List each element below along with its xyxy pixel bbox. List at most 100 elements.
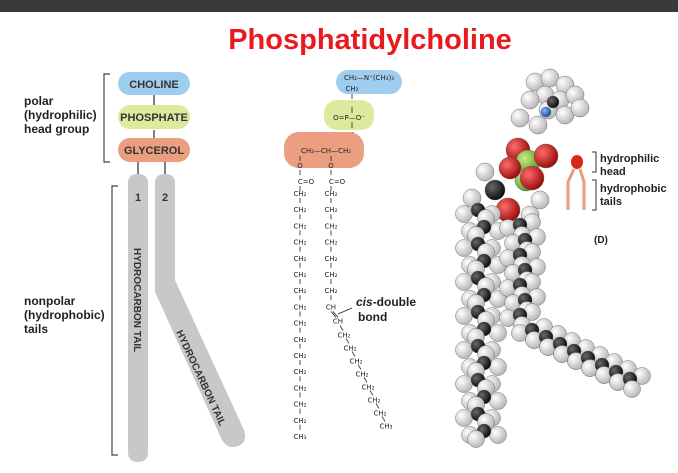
chain2-ch2: CH₂: [362, 383, 375, 391]
chain-bond: [339, 325, 344, 331]
chain1-ch2: CH₂: [294, 255, 307, 263]
chain2-ch2: CH₂: [325, 271, 338, 279]
legend-tail-icon: [578, 168, 586, 210]
annotation-pointer: [337, 307, 353, 315]
chain1-ch2: CH₂: [294, 417, 307, 425]
chain1-ch2: CH₂: [294, 368, 307, 376]
chain-bond: [375, 403, 380, 409]
polar-head-label-line: (hydrophilic): [24, 108, 97, 122]
legend-tails-line1: hydrophobic: [600, 183, 667, 195]
chain2-ch2: CH₂: [325, 190, 338, 198]
formula-phosphate-bg: [324, 100, 374, 130]
chain2-ch: CH: [326, 303, 336, 311]
hydrogen-atom: [570, 98, 590, 118]
oxygen-atom: [533, 143, 559, 169]
chain1-ch2: CH₂: [294, 336, 307, 344]
formula-choline-line2: CH₂: [346, 85, 359, 93]
formula-glycerol: CH₂—CH—CH₂: [301, 147, 351, 155]
chain2-ch2: CH₂: [325, 239, 338, 247]
legend-head-line1: hydrophilic: [600, 153, 659, 165]
chain2-ch2: CH₂: [350, 357, 363, 365]
hydrogen-atom: [455, 409, 473, 427]
polar-head-label-line: polar: [24, 94, 54, 108]
hydrogen-atom: [489, 392, 507, 410]
chain2-ch2: CH₂: [325, 206, 338, 214]
head-group-bracket: [103, 73, 110, 163]
chain-bond: [369, 390, 374, 396]
formula-carbonyl-2: C=O: [329, 178, 346, 186]
oxygen-atom: [498, 156, 522, 180]
phosphate-label: PHOSPHATE: [120, 112, 188, 124]
formula-phosphate: O=P—O⁻: [333, 114, 365, 122]
formula-ester-o-2: O: [328, 162, 334, 170]
hydrogen-atom: [530, 190, 550, 210]
cis-double-text: -double: [373, 295, 417, 309]
top-bar: [0, 0, 678, 12]
hydrogen-atom: [455, 273, 473, 291]
glycerol-label: GLYCEROL: [124, 145, 184, 157]
hydrogen-atom: [455, 239, 473, 257]
chain2-ch2: CH₂: [368, 396, 381, 404]
chain2-ch2: CH₂: [325, 287, 338, 295]
chain1-ch3: CH₃: [294, 433, 307, 441]
chain1-ch2: CH₂: [294, 401, 307, 409]
chain2-ch2: CH₂: [374, 409, 387, 417]
formula-choline-line1: CH₂—N⁺(CH₃)₃: [344, 74, 394, 82]
chain-bond: [363, 377, 368, 383]
hydrogen-atom: [475, 162, 495, 182]
chain-bond: [357, 364, 362, 370]
chain2-ch2: CH₂: [338, 331, 351, 339]
hydrocarbon-tail-2: [155, 174, 246, 448]
tail-number-2: 2: [162, 192, 168, 204]
chain-bond: [381, 416, 386, 422]
chain1-ch2: CH₂: [294, 271, 307, 279]
nonpolar-tails-label-line: tails: [24, 322, 49, 336]
hydrogen-atom: [455, 375, 473, 393]
legend-tail-icon: [566, 168, 576, 210]
chain2-ch3: CH₃: [380, 422, 393, 430]
carbon-atom: [484, 179, 506, 201]
legend-bracket: [592, 151, 597, 173]
oxygen-atom: [519, 165, 545, 191]
hydrogen-atom: [489, 426, 507, 444]
cis-bond-label: bond: [358, 310, 387, 324]
hydrogen-atom: [540, 68, 560, 88]
hydrogen-atom: [455, 341, 473, 359]
chain1-ch2: CH₂: [294, 239, 307, 247]
space-filling-model: [455, 68, 651, 448]
chain1-ch2: CH₂: [294, 303, 307, 311]
cis-double-bond-label: cis-double: [356, 295, 416, 309]
hydrocarbon-tail-1-label: HYDROCARBON TAIL: [131, 248, 142, 352]
legend-tails-line2: tails: [600, 196, 622, 208]
tails-bracket: [111, 185, 118, 456]
choline-label: CHOLINE: [129, 79, 179, 91]
chain2-double-bond: [332, 311, 339, 318]
phosphate-pill: [118, 105, 190, 129]
chain2-ch2: CH₂: [325, 255, 338, 263]
polar-head-label: polar (hydrophilic) head group: [24, 94, 97, 136]
formula-carbonyl-1: C=O: [298, 178, 315, 186]
chain-bond: [345, 338, 350, 344]
hydrogen-atom: [489, 358, 507, 376]
carbon-atom: [546, 95, 560, 109]
hydrogen-atom: [520, 90, 540, 110]
chain2-ch2: CH₂: [325, 222, 338, 230]
cis-prefix: cis: [356, 295, 373, 309]
chain1-ch2: CH₂: [294, 287, 307, 295]
chain2-double-bond: [330, 311, 337, 318]
legend-head-line2: head: [600, 166, 626, 178]
nitrogen-atom: [540, 106, 552, 118]
hydrogen-atom: [489, 324, 507, 342]
glycerol-pill: [118, 138, 190, 162]
hydrogen-atom: [455, 307, 473, 325]
chain2-ch: CH: [333, 317, 343, 325]
legend-bracket: [592, 179, 597, 211]
hydrocarbon-tail-1: [128, 174, 148, 462]
polar-head-label-line: head group: [24, 122, 90, 136]
chain2-ch2: CH₂: [356, 370, 369, 378]
choline-pill: [118, 72, 190, 95]
chain2-ch2: CH₂: [344, 344, 357, 352]
formula-choline-bg: [336, 70, 402, 94]
fatty-acid-chains: CH₂ CH₂ CH₂ CH₂ CH₂ CH₂ CH₂ CH₂ CH₂ CH₂ CH₂ CH₂ CH₂ C…: [294, 186, 393, 441]
formula-glycerol-bg: [284, 132, 364, 168]
